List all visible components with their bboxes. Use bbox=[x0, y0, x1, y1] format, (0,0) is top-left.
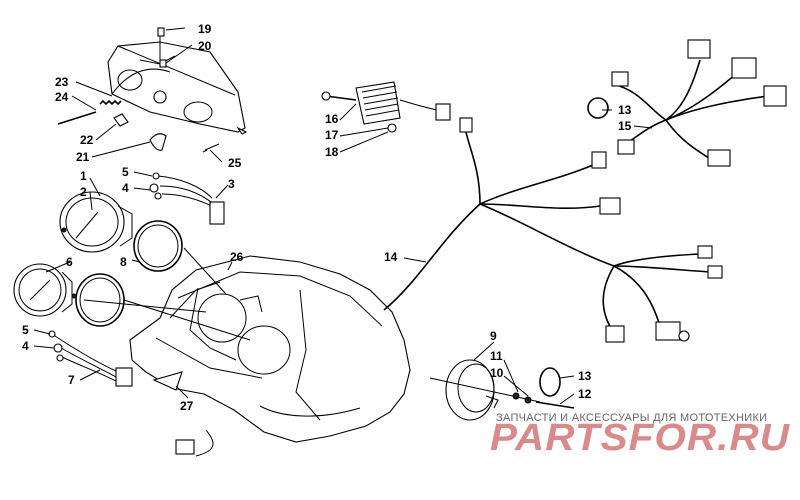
label-11: 11 bbox=[490, 349, 503, 363]
dash-panel-26 bbox=[129, 255, 411, 443]
watermark-brand: PARTSFOR.RU bbox=[490, 417, 791, 459]
ring-13-lower bbox=[539, 367, 561, 397]
label-20: 20 bbox=[198, 39, 212, 53]
pin-25 bbox=[202, 143, 220, 153]
bezel-ring-lower bbox=[75, 273, 125, 327]
label-16: 16 bbox=[325, 112, 339, 126]
label-13-bottom: 13 bbox=[578, 369, 592, 383]
washer-11 bbox=[512, 392, 520, 400]
harness-3 bbox=[157, 175, 217, 209]
label-15: 15 bbox=[618, 119, 632, 133]
label-22: 22 bbox=[80, 133, 94, 147]
bulb-22 bbox=[113, 113, 129, 127]
label-19: 19 bbox=[198, 22, 212, 36]
label-27: 27 bbox=[180, 399, 194, 413]
label-3: 3 bbox=[228, 177, 235, 191]
label-4-top: 4 bbox=[122, 181, 129, 195]
nut-10 bbox=[524, 396, 532, 404]
label-6: 6 bbox=[66, 255, 73, 269]
label-12: 12 bbox=[578, 387, 592, 401]
watermark-caption: ЗАПЧАСТИ И АКСЕССУАРЫ ДЛЯ МОТОТЕХНИКИ bbox=[496, 412, 767, 424]
label-18: 18 bbox=[325, 145, 339, 159]
ring-13-upper bbox=[587, 97, 609, 119]
gauge-6 bbox=[13, 263, 77, 317]
label-14: 14 bbox=[384, 250, 398, 264]
headlight-assembly bbox=[107, 27, 248, 135]
label-5-bottom: 5 bbox=[22, 323, 29, 337]
screw-23 bbox=[57, 111, 97, 125]
spring-24 bbox=[99, 99, 122, 106]
screw-12 bbox=[535, 401, 575, 409]
label-24: 24 bbox=[55, 90, 69, 104]
socket-21 bbox=[149, 133, 167, 151]
bezel-ring-8 bbox=[133, 220, 183, 272]
label-10: 10 bbox=[490, 366, 504, 380]
main-harness-14 bbox=[383, 131, 711, 331]
label-4-bottom: 4 bbox=[22, 339, 29, 353]
label-23: 23 bbox=[55, 75, 69, 89]
label-25: 25 bbox=[228, 156, 242, 170]
harness-7 bbox=[51, 333, 119, 383]
triangle-27 bbox=[152, 371, 183, 391]
regulator-assembly bbox=[321, 81, 451, 133]
gauge-9 bbox=[445, 359, 499, 421]
label-1: 1 bbox=[80, 169, 87, 183]
label-26: 26 bbox=[230, 250, 244, 264]
label-8: 8 bbox=[120, 255, 127, 269]
label-21: 21 bbox=[76, 150, 90, 164]
label-13-top: 13 bbox=[618, 103, 632, 117]
label-2: 2 bbox=[80, 185, 87, 199]
label-7: 7 bbox=[68, 373, 75, 387]
gauge-1 bbox=[59, 191, 133, 253]
label-17: 17 bbox=[325, 128, 339, 142]
label-5-top: 5 bbox=[122, 165, 129, 179]
label-9: 9 bbox=[490, 329, 497, 343]
